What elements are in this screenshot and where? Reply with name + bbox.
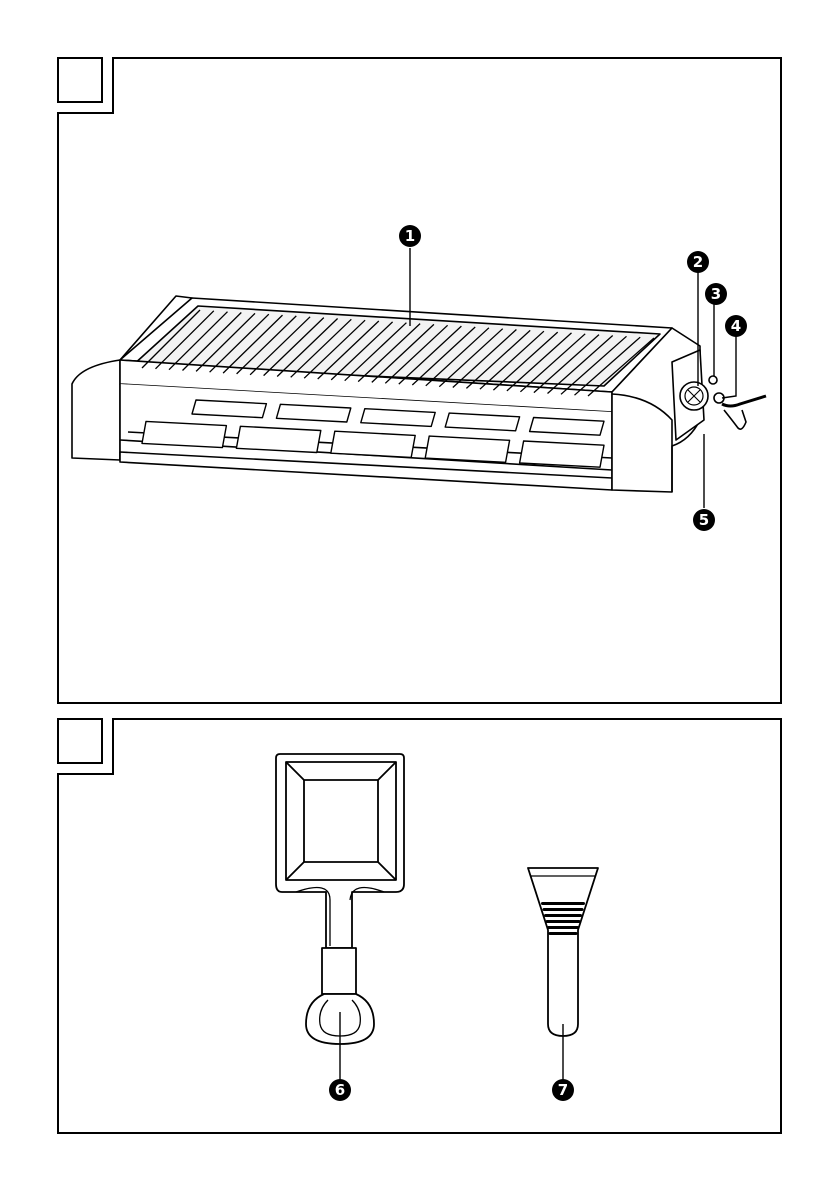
pan-slot <box>192 400 266 418</box>
callout-2: 2 <box>687 251 709 273</box>
indicator-light <box>709 376 717 384</box>
svg-text:5: 5 <box>699 511 709 529</box>
figure-1-number-box <box>58 58 102 102</box>
spatula-slot <box>547 926 579 929</box>
pan-slot <box>530 418 604 436</box>
svg-text:4: 4 <box>731 317 741 335</box>
figure-1-drawing: 1 2 3 4 5 <box>0 0 839 710</box>
callout-3: 3 <box>705 283 727 305</box>
pan-slot <box>276 404 350 422</box>
spatula-slot <box>543 908 584 911</box>
spatula-outline <box>528 868 598 1036</box>
figure-2-number-box <box>58 719 102 763</box>
svg-text:7: 7 <box>558 1081 568 1099</box>
figure-2-frame <box>58 719 781 1133</box>
spatula-slot <box>546 920 581 923</box>
pan-slot <box>236 426 320 452</box>
pan-slot <box>520 441 604 467</box>
svg-text:1: 1 <box>405 227 415 245</box>
grill-device <box>72 296 766 492</box>
raclette-pan <box>276 754 404 1044</box>
svg-text:3: 3 <box>711 285 721 303</box>
svg-text:6: 6 <box>335 1081 345 1099</box>
spatula-slot <box>549 932 578 935</box>
pan-handle-grip <box>322 948 356 994</box>
svg-text:2: 2 <box>693 253 703 271</box>
callout-4: 4 <box>725 315 747 337</box>
spatula <box>528 868 598 1036</box>
pan-slot <box>361 409 435 427</box>
pan-slot <box>331 431 415 457</box>
callout-6: 6 <box>329 1079 351 1101</box>
pan-slot <box>142 421 226 447</box>
callout-5: 5 <box>693 509 715 531</box>
spatula-slot <box>544 914 582 917</box>
power-plug <box>724 410 746 429</box>
left-end-cap <box>72 360 120 460</box>
figure-1-panel: 1 2 3 4 5 <box>0 0 839 710</box>
spatula-slot <box>541 902 585 905</box>
callout-1: 1 <box>399 225 421 247</box>
pan-slot <box>445 413 519 431</box>
callout-7: 7 <box>552 1079 574 1101</box>
pan-slot <box>425 436 509 462</box>
figure-2-panel: 6 7 <box>0 710 839 1191</box>
figure-2-drawing: 6 7 <box>0 710 839 1191</box>
